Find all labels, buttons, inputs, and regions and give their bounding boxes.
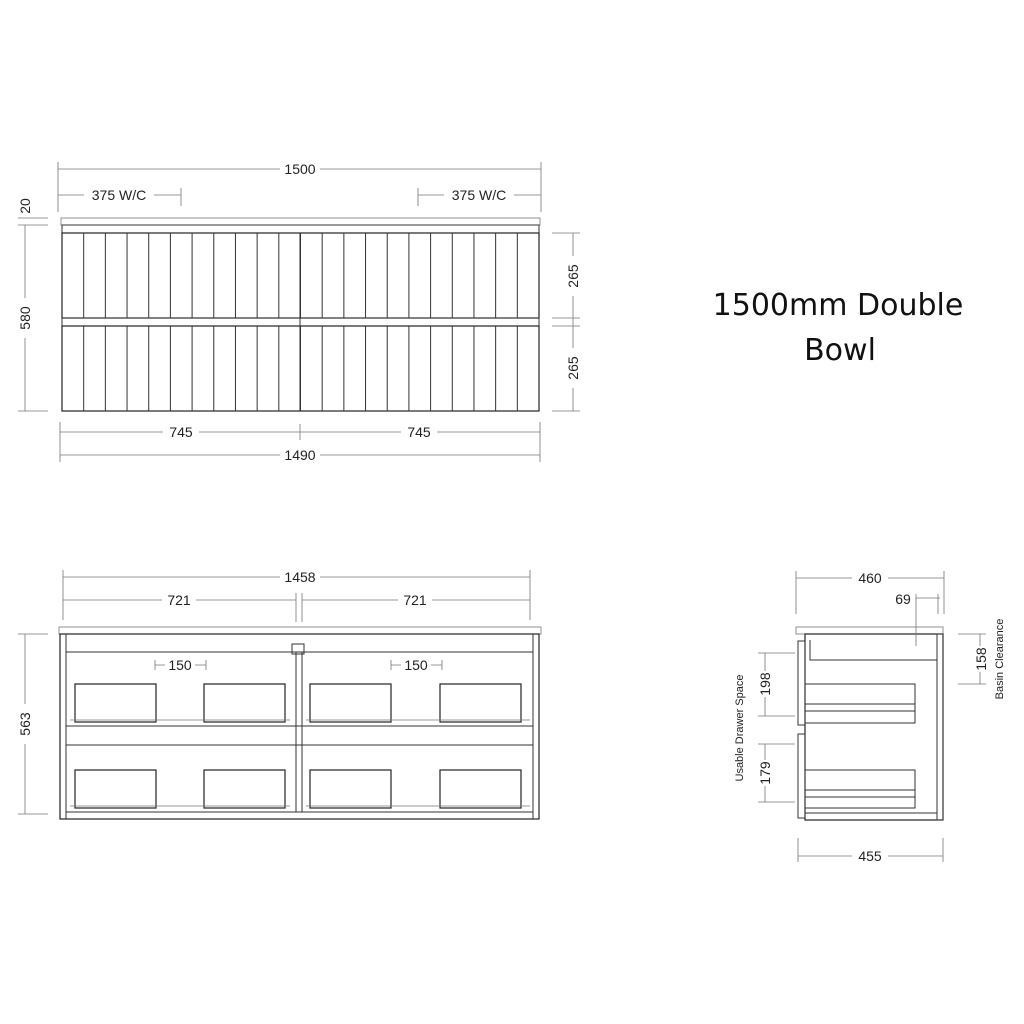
basin-bowl-outline (439, 683, 522, 723)
rear-interior-view: 1458 721 721 150 150 563 (17, 568, 542, 820)
dim-150-right: 150 (404, 657, 428, 673)
dim-150-left: 150 (168, 657, 192, 673)
benchtop (60, 217, 541, 226)
basin-bowl-outline (74, 769, 157, 809)
dim-1490: 1490 (284, 447, 315, 463)
dim-wc-right: 375 W/C (452, 187, 506, 203)
usable-drawer-space-label: Usable Drawer Space (734, 675, 746, 782)
side-bottom-drawer (804, 769, 916, 809)
dim-179: 179 (757, 761, 773, 785)
basin-line (809, 640, 937, 661)
basin-bowl-outline (203, 683, 286, 723)
dim-460: 460 (858, 570, 882, 586)
title-line-1: 1500mm Double (713, 288, 964, 323)
dim-745-right: 745 (407, 424, 431, 440)
dim-1458: 1458 (284, 569, 315, 585)
center-post (295, 651, 303, 813)
dim-wc-left: 375 W/C (92, 187, 146, 203)
rear-benchtop (58, 626, 542, 635)
basin-bowl-outline (309, 683, 392, 723)
dim-265-bottom: 265 (565, 356, 581, 380)
basin-bowl-outline (309, 769, 392, 809)
top-strip (61, 224, 540, 234)
dim-69: 69 (895, 591, 911, 607)
dim-563: 563 (17, 712, 33, 736)
dim-20: 20 (17, 198, 33, 214)
dim-455: 455 (858, 848, 882, 864)
side-top-drawer-front (797, 640, 806, 726)
side-bottom-drawer-front (797, 733, 806, 819)
dim-721-left: 721 (167, 592, 191, 608)
dim-265-top: 265 (565, 264, 581, 288)
slats (83, 233, 518, 411)
front-elevation: 1500 375 W/C 375 W/C 20 580 265 265 745 … (17, 160, 581, 464)
dim-580: 580 (17, 306, 33, 330)
dim-745-left: 745 (169, 424, 193, 440)
title-line-2: Bowl (804, 333, 876, 368)
dim-158: 158 (973, 647, 989, 671)
basin-clearance-label: Basin Clearance (994, 619, 1006, 700)
basin-bowl-outline (203, 769, 286, 809)
dim-721-right: 721 (403, 592, 427, 608)
basin-bowl-outline (74, 683, 157, 723)
basin-bowl-outline (439, 769, 522, 809)
dim-1500: 1500 (284, 161, 315, 177)
side-carcass (804, 633, 944, 821)
side-section-view: 460 69 158 Basin Clearance 198 179 Usabl… (734, 569, 1006, 865)
side-benchtop (795, 626, 944, 635)
dim-198: 198 (757, 672, 773, 696)
mid-rail (65, 725, 534, 746)
